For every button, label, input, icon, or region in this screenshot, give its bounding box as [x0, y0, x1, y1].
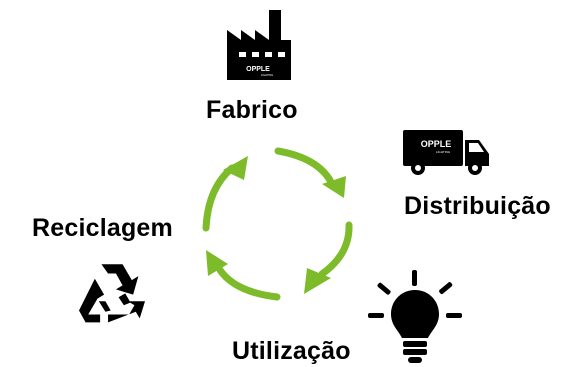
factory-brand-sub: LIGHTING [261, 73, 273, 77]
arrow-distribuicao-to-utilizacao [318, 221, 353, 278]
truck-brand: OPPLE [421, 139, 452, 149]
truck-brand-sub: LIGHTING [436, 150, 451, 154]
stage-label-distribution: Distribuição [404, 192, 551, 220]
factory-brand: OPPLE [246, 66, 270, 73]
arrowhead-4 [223, 156, 248, 180]
arrowhead-2 [304, 268, 331, 294]
stage-label-usage: Utilização [232, 337, 351, 365]
arrow-utilizacao-to-reciclagem [216, 266, 281, 301]
truck-icon: OPPLE LIGHTING [403, 130, 489, 175]
arrowhead-3 [206, 250, 228, 276]
stage-label-recycling: Reciclagem [32, 214, 173, 242]
stage-label-manufacturing: Fabrico [206, 96, 298, 124]
arrow-fabrico-to-distribuicao [274, 147, 335, 186]
factory-icon: OPPLE LIGHTING [227, 10, 291, 80]
arrowhead-1 [322, 176, 346, 198]
recycle-icon [79, 264, 145, 323]
arrow-reciclagem-to-fabrico [202, 164, 236, 232]
lightbulb-icon [368, 270, 462, 363]
